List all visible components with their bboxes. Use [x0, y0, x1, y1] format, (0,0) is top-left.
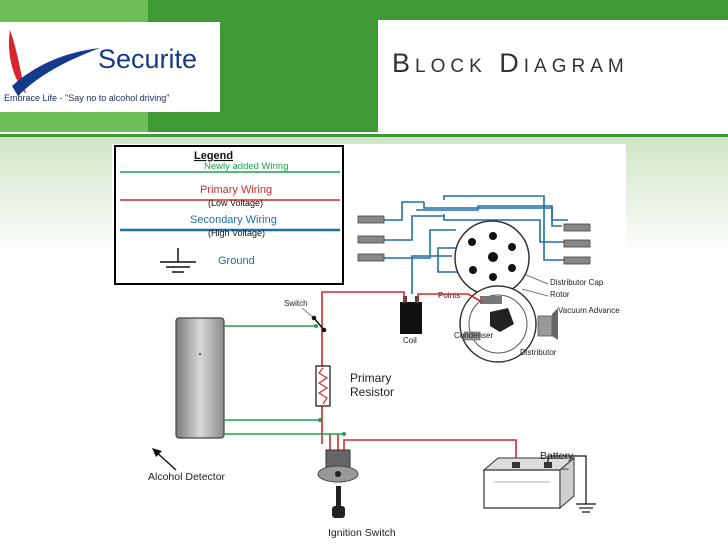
spark-plug-icon	[563, 239, 591, 248]
page-title: Block Diagram	[392, 48, 629, 78]
primary-wiring	[321, 291, 517, 460]
spark-plug-icon	[357, 235, 385, 244]
ignition-key-icon	[332, 486, 345, 518]
legend-red-label: Primary Wiring	[200, 184, 272, 196]
logo-card	[0, 22, 220, 112]
new-wiring	[224, 325, 344, 435]
distributor	[459, 285, 558, 363]
distributor-cap	[454, 220, 530, 296]
label-points: Points	[438, 291, 460, 300]
spark-plug-icon	[357, 253, 385, 262]
label-switch: Switch	[284, 299, 308, 308]
spark-plugs-left	[357, 215, 385, 262]
legend: Legend Newly added Wiring Primary Wiring…	[114, 145, 344, 285]
header-divider	[0, 134, 728, 137]
legend-title: Legend	[194, 150, 233, 162]
logo-wordmark: Securite	[98, 44, 198, 74]
legend-ground-label: Ground	[218, 255, 255, 267]
title-panel	[378, 20, 728, 134]
ignition-coil	[400, 296, 422, 334]
spark-plug-icon	[563, 223, 591, 232]
logo-tagline: Embrace Life - "Say no to alcohol drivin…	[4, 93, 170, 103]
label-primary-resistor-1: Primary	[350, 371, 391, 385]
alcohol-detector	[175, 317, 225, 439]
legend-green-label: Newly added Wiring	[204, 161, 288, 172]
spark-plugs-right	[563, 223, 591, 265]
ground-icon	[547, 455, 596, 513]
legend-blue-sub: (High Voltage)	[208, 228, 265, 238]
ground-icon	[160, 248, 196, 273]
switch-icon	[311, 315, 327, 333]
wiring-diagram: Legend Newly added Wiring Primary Wiring…	[114, 145, 620, 539]
label-coil: Coil	[403, 336, 417, 345]
block-diagram: Legend Newly added Wiring Primary Wiring…	[112, 144, 626, 546]
label-battery-minus: –	[562, 461, 569, 475]
spark-plug-icon	[357, 215, 385, 224]
primary-resistor	[315, 365, 331, 407]
legend-red-sub: (Low Voltage)	[208, 198, 263, 208]
label-condenser: Condenser	[454, 331, 493, 340]
label-distributor: Distributor	[520, 348, 557, 357]
secondary-wiring	[384, 195, 572, 294]
legend-blue-label: Secondary Wiring	[190, 214, 277, 226]
label-vacuum-advance: Vacuum Advance	[558, 306, 620, 315]
label-rotor: Rotor	[550, 290, 570, 299]
label-alcohol-detector: Alcohol Detector	[148, 471, 226, 483]
battery	[482, 456, 576, 510]
logo-swoosh-icon	[8, 30, 100, 96]
spark-plug-icon	[563, 256, 591, 265]
label-distributor-cap: Distributor Cap	[550, 278, 604, 287]
ignition-switch	[317, 449, 359, 518]
label-primary-resistor-2: Resistor	[350, 385, 394, 399]
label-ignition-switch: Ignition Switch	[328, 527, 396, 539]
